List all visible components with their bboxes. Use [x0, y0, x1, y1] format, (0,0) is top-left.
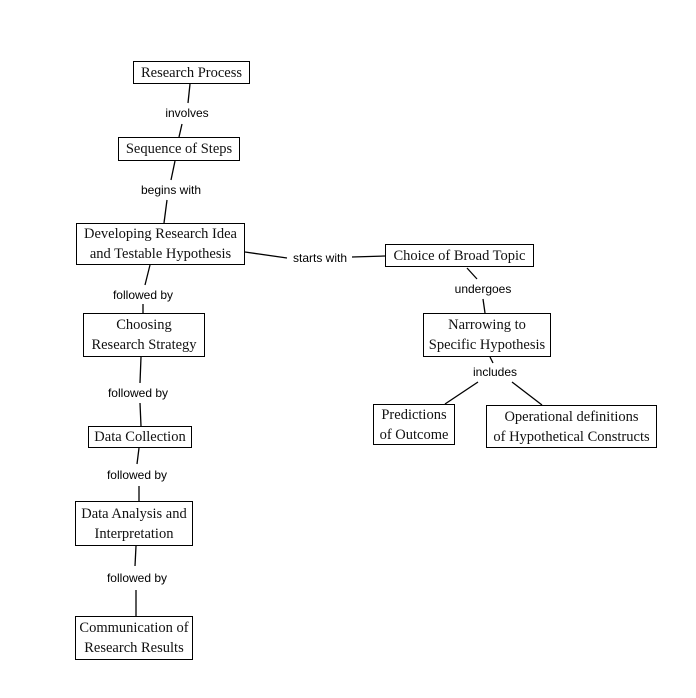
- edge-line: [139, 402, 142, 427]
- node-data-collection[interactable]: Data Collection: [88, 426, 192, 448]
- edge-line: [482, 298, 486, 314]
- node-developing-research-idea[interactable]: Developing Research Idea and Testable Hy…: [76, 223, 245, 265]
- edge-line: [351, 255, 386, 258]
- node-predictions-of-outcome[interactable]: Predictions of Outcome: [373, 404, 455, 445]
- edge-line: [489, 356, 494, 364]
- node-communication-of-research-results[interactable]: Communication of Research Results: [75, 616, 193, 660]
- edge-line: [134, 545, 137, 567]
- edge-line: [511, 381, 543, 406]
- edge-line: [244, 251, 288, 259]
- node-operational-definitions[interactable]: Operational definitions of Hypothetical …: [486, 405, 657, 448]
- edge-line: [136, 447, 140, 465]
- edge-label-followed-by-4[interactable]: followed by: [104, 571, 170, 585]
- edge-line: [144, 264, 151, 286]
- edge-label-involves[interactable]: involves: [163, 106, 211, 120]
- node-choice-of-broad-topic[interactable]: Choice of Broad Topic: [385, 244, 534, 267]
- node-narrowing-to-specific-hypothesis[interactable]: Narrowing to Specific Hypothesis: [423, 313, 551, 357]
- node-sequence-of-steps[interactable]: Sequence of Steps: [118, 137, 240, 161]
- edge-label-starts-with[interactable]: starts with: [290, 251, 350, 265]
- edge-line: [170, 160, 176, 181]
- node-data-analysis-interpretation[interactable]: Data Analysis and Interpretation: [75, 501, 193, 546]
- edge-label-includes[interactable]: includes: [470, 365, 520, 379]
- edge-label-followed-by-1[interactable]: followed by: [110, 288, 176, 302]
- edge-line: [139, 356, 142, 384]
- edge-line: [444, 381, 479, 405]
- node-choosing-research-strategy[interactable]: Choosing Research Strategy: [83, 313, 205, 357]
- edge-label-undergoes[interactable]: undergoes: [452, 282, 514, 296]
- edge-label-begins-with[interactable]: begins with: [138, 183, 204, 197]
- edge-line: [187, 83, 191, 104]
- edge-line: [466, 267, 478, 280]
- edge-line: [163, 199, 168, 224]
- edge-label-followed-by-3[interactable]: followed by: [104, 468, 170, 482]
- edge-line: [178, 123, 183, 138]
- edge-label-followed-by-2[interactable]: followed by: [105, 386, 171, 400]
- node-research-process[interactable]: Research Process: [133, 61, 250, 84]
